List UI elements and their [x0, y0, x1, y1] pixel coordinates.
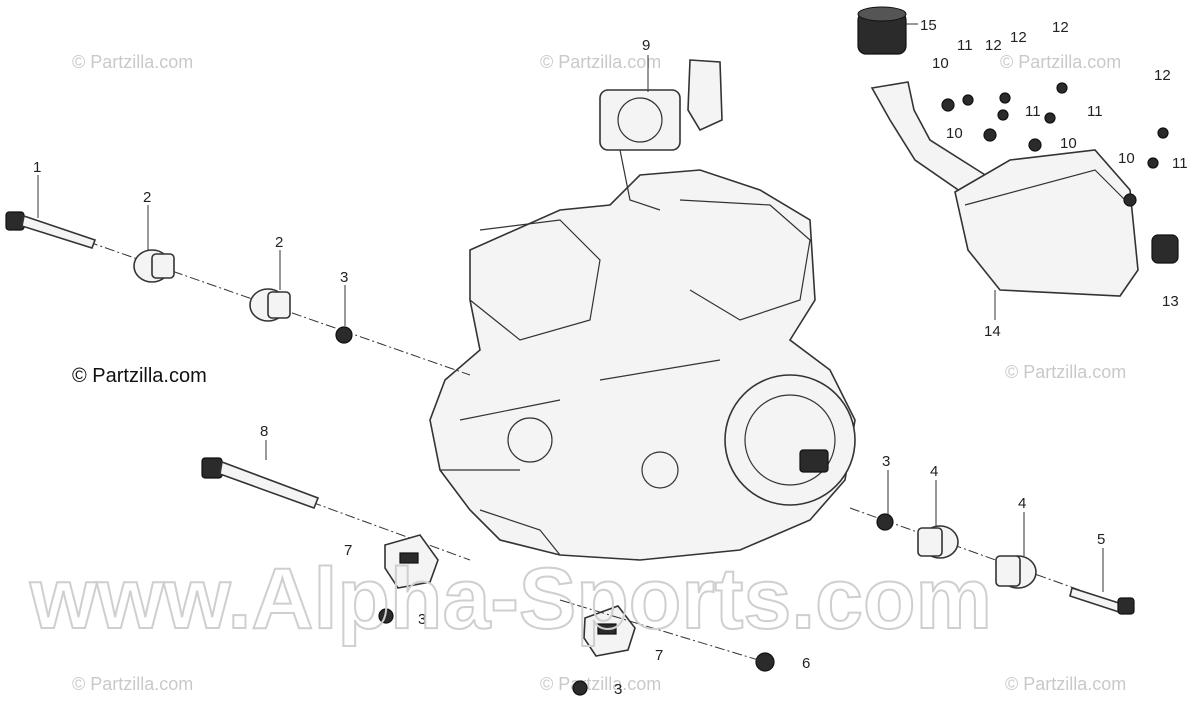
callout-12b: 12 — [1010, 29, 1027, 46]
nut-3b — [876, 513, 894, 531]
bolt-1 — [5, 211, 97, 249]
nut-3d — [572, 680, 588, 696]
callout-3d: 3 — [614, 681, 622, 698]
nut-6 — [755, 652, 775, 672]
callout-labels: 1 2 2 3 8 9 7 3 7 3 6 3 4 4 5 15 10 11 1… — [33, 17, 1188, 698]
callout-6: 6 — [802, 655, 810, 672]
callout-12c: 12 — [1052, 19, 1069, 36]
bracket-7a — [384, 534, 439, 589]
bushing-4a — [917, 525, 959, 559]
callout-15: 15 — [920, 17, 937, 34]
callout-14: 14 — [984, 323, 1001, 340]
callout-8: 8 — [260, 423, 268, 440]
throttle-body — [599, 59, 723, 211]
callout-11c: 11 — [1087, 103, 1103, 120]
callout-10b: 10 — [946, 125, 963, 142]
bolt-5 — [1069, 586, 1135, 615]
reservoir-14 — [954, 149, 1139, 297]
cap-13 — [1151, 234, 1179, 264]
leader-lines — [37, 23, 1104, 592]
engine-assembly — [429, 169, 856, 561]
callout-3a: 3 — [340, 269, 348, 286]
nut-3a — [335, 326, 353, 344]
watermark-alpha-sports: www.Alpha-Sports.com — [29, 551, 992, 647]
callout-5: 5 — [1097, 531, 1105, 548]
callout-3b: 3 — [882, 453, 890, 470]
callout-4b: 4 — [1018, 495, 1026, 512]
watermark-tl: © Partzilla.com — [72, 52, 193, 72]
callout-3c: 3 — [418, 611, 426, 628]
callout-12d: 12 — [1154, 67, 1171, 84]
watermark-bc: © Partzilla.com — [540, 674, 661, 694]
hose-15 — [857, 6, 907, 55]
callout-11a: 11 — [957, 37, 973, 54]
callout-11d: 11 — [1172, 155, 1188, 172]
small-hardware — [941, 82, 1169, 207]
nut-3c — [378, 608, 394, 624]
watermark-mr: © Partzilla.com — [1005, 362, 1126, 382]
callout-1: 1 — [33, 159, 41, 176]
bracket-7b — [583, 605, 636, 657]
watermark-main: © Partzilla.com — [72, 365, 207, 387]
watermark-tr: © Partzilla.com — [1000, 52, 1121, 72]
callout-2a: 2 — [143, 189, 151, 206]
bolt-8 — [201, 457, 320, 510]
callout-11b: 11 — [1025, 103, 1041, 120]
callout-10d: 10 — [1118, 150, 1135, 167]
bushing-2a — [133, 249, 175, 283]
callout-13: 13 — [1162, 293, 1179, 310]
watermark-bl: © Partzilla.com — [72, 674, 193, 694]
callout-7a: 7 — [344, 542, 352, 559]
watermark-br: © Partzilla.com — [1005, 674, 1126, 694]
bushing-2b — [249, 288, 291, 322]
callout-4a: 4 — [930, 463, 938, 480]
watermark-tc: © Partzilla.com — [540, 52, 661, 72]
bushing-4b — [995, 555, 1037, 589]
callout-7b: 7 — [655, 647, 663, 664]
callout-10a: 10 — [932, 55, 949, 72]
callout-10c: 10 — [1060, 135, 1077, 152]
callout-12a: 12 — [985, 37, 1002, 54]
callout-9: 9 — [642, 37, 650, 54]
callout-2b: 2 — [275, 234, 283, 251]
